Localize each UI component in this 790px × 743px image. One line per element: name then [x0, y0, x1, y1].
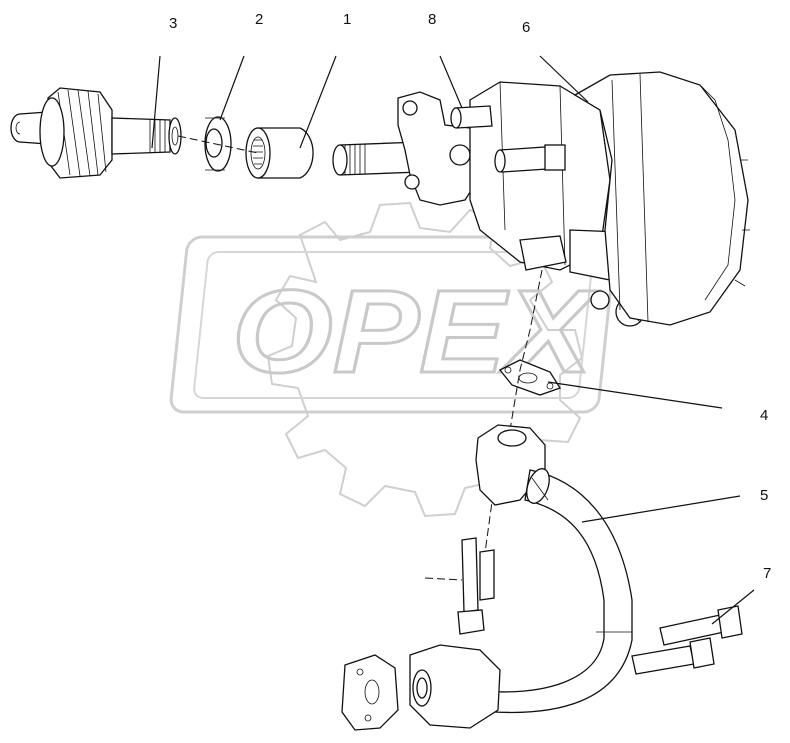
callout-2: 2 — [255, 11, 263, 28]
callout-5: 5 — [760, 487, 768, 504]
callout-4: 4 — [760, 407, 768, 424]
part-7-bolts — [631, 605, 743, 675]
leader-6 — [539, 55, 589, 103]
part-1-bearing — [177, 127, 314, 179]
leader-3 — [151, 55, 161, 149]
leader-5 — [581, 495, 741, 523]
part-3-gear-shaft — [10, 87, 182, 179]
part-4-gasket — [498, 359, 561, 396]
leader-8 — [439, 55, 463, 109]
pipe-bolts — [424, 537, 495, 635]
watermark-frame-outer — [169, 235, 617, 414]
leader-7 — [711, 589, 755, 625]
part-5-suction-pipe — [341, 424, 633, 731]
leader-4 — [547, 381, 723, 409]
leader-lines — [151, 55, 755, 625]
callout-7: 7 — [763, 565, 771, 582]
callout-8: 8 — [428, 11, 436, 28]
part-8-pump-body — [332, 81, 645, 327]
leader-1 — [299, 55, 337, 149]
part-6-pump-cover — [573, 71, 750, 326]
callouts: 3 2 1 8 6 4 5 7 — [169, 11, 771, 582]
callout-1: 1 — [343, 11, 351, 28]
leader-2 — [219, 55, 245, 121]
watermark-frame-inner — [193, 251, 594, 399]
callout-3: 3 — [169, 15, 177, 32]
callout-6: 6 — [522, 19, 530, 36]
